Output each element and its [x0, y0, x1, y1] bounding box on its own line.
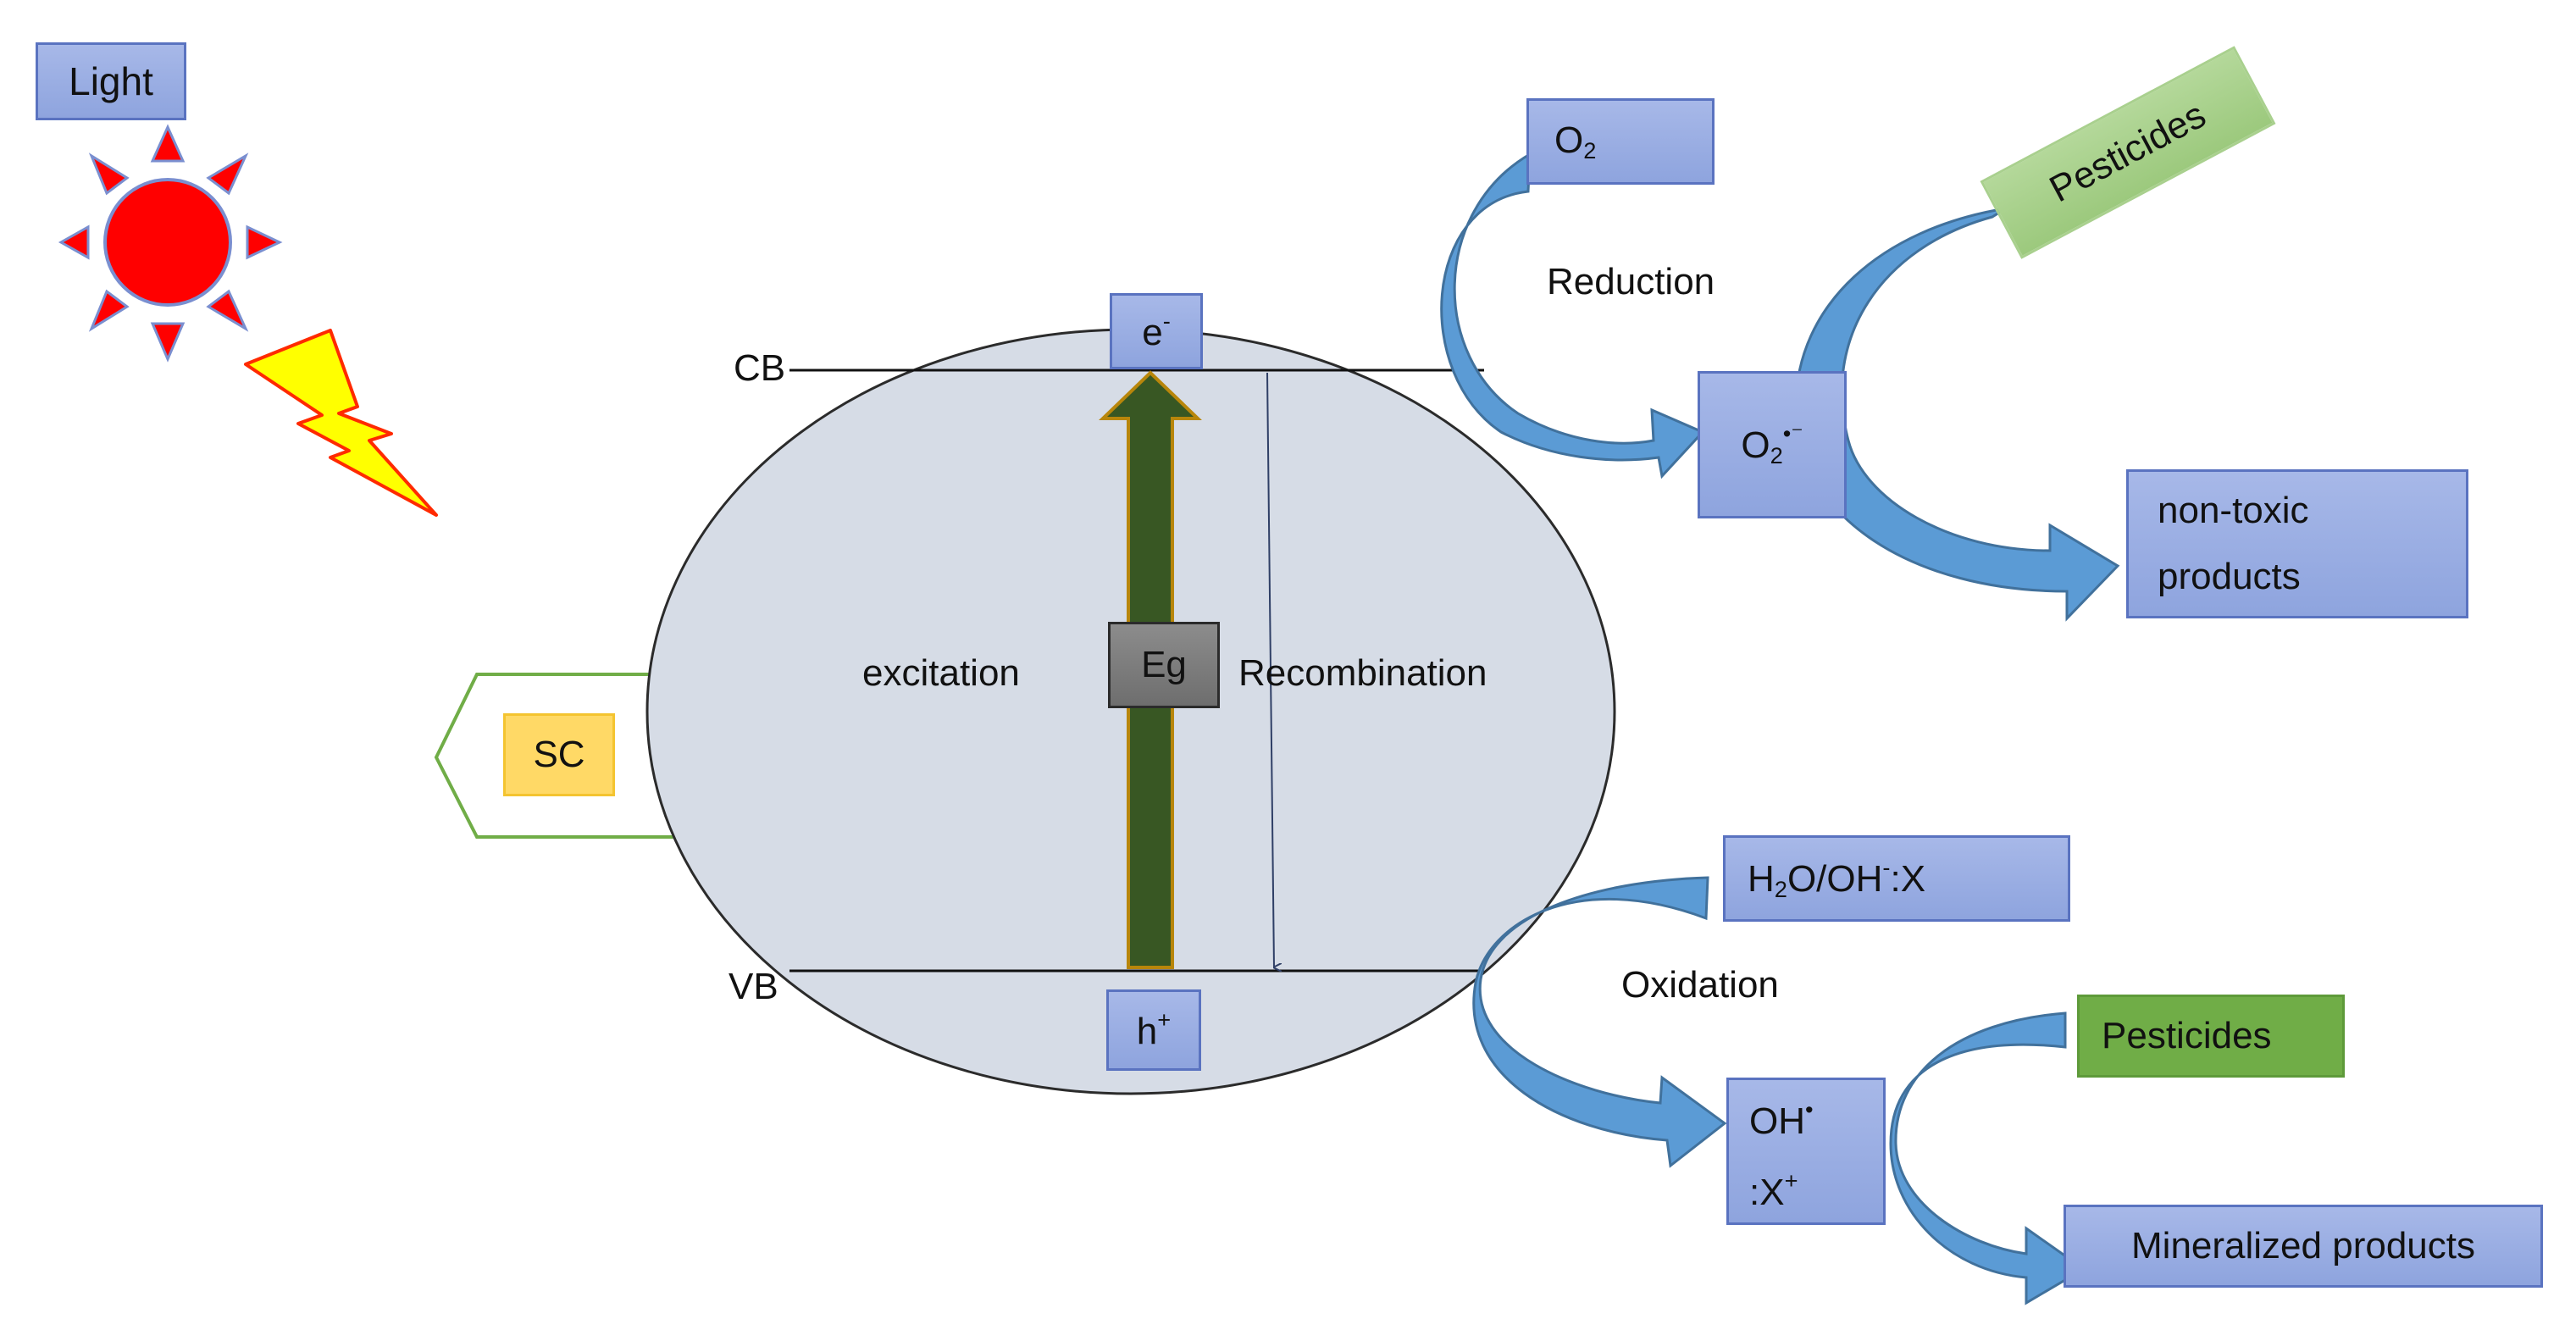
vb-label: VB: [728, 966, 778, 1007]
reduction-arrow: [1440, 152, 1705, 479]
electron-box: e-: [1110, 293, 1203, 369]
water-hydroxide-box: H2O/OH-:X: [1723, 835, 2070, 922]
recombination-arrow: [1266, 372, 1274, 967]
lightning-bolt-icon: [244, 329, 438, 517]
excitation-label: excitation: [862, 652, 1020, 694]
hydroxyl-line1: OH•: [1749, 1095, 1814, 1142]
oxygen-label: O2: [1554, 119, 1597, 163]
recombination-label: Recombination: [1238, 652, 1487, 694]
pesticides-bottom-box: Pesticides: [2077, 995, 2345, 1078]
oxidation-arrow: [1472, 876, 1727, 1168]
superoxide-label: O2•⁻: [1741, 420, 1803, 468]
mineralized-products-box: Mineralized products: [2064, 1205, 2543, 1288]
light-label: Light: [69, 59, 153, 103]
nontoxic-line2: products: [2158, 556, 2301, 597]
hydroxyl-radical-box: OH• :X+: [1726, 1078, 1886, 1225]
band-gap-box: Eg: [1108, 622, 1220, 708]
oxidation-label: Oxidation: [1621, 964, 1779, 1006]
cb-label: CB: [734, 347, 786, 389]
reduction-label: Reduction: [1547, 261, 1715, 302]
light-label-box: Light: [36, 42, 186, 120]
nontoxic-products-box: non-toxic products: [2126, 469, 2468, 618]
electron-label: e-: [1142, 308, 1171, 354]
hydroxyl-line2: :X+: [1749, 1167, 1798, 1214]
mineralized-label: Mineralized products: [2131, 1225, 2475, 1266]
band-gap-label: Eg: [1141, 644, 1187, 685]
sc-label: SC: [533, 734, 585, 775]
superoxide-box: O2•⁻: [1698, 371, 1847, 518]
hole-box: h+: [1106, 989, 1201, 1071]
pesticides-bottom-label: Pesticides: [2102, 1015, 2272, 1056]
sc-box: SC: [503, 713, 615, 796]
nontoxic-line1: non-toxic: [2158, 490, 2309, 531]
water-hydroxide-label: H2O/OH-:X: [1748, 854, 1926, 902]
hole-label: h+: [1136, 1006, 1172, 1053]
sun-icon: [58, 124, 283, 363]
pesticides-to-nontoxic-arrow: [1794, 207, 2120, 622]
pesticides-to-mineralized-arrow: [1889, 1011, 2086, 1305]
oxygen-box: O2: [1526, 98, 1715, 185]
